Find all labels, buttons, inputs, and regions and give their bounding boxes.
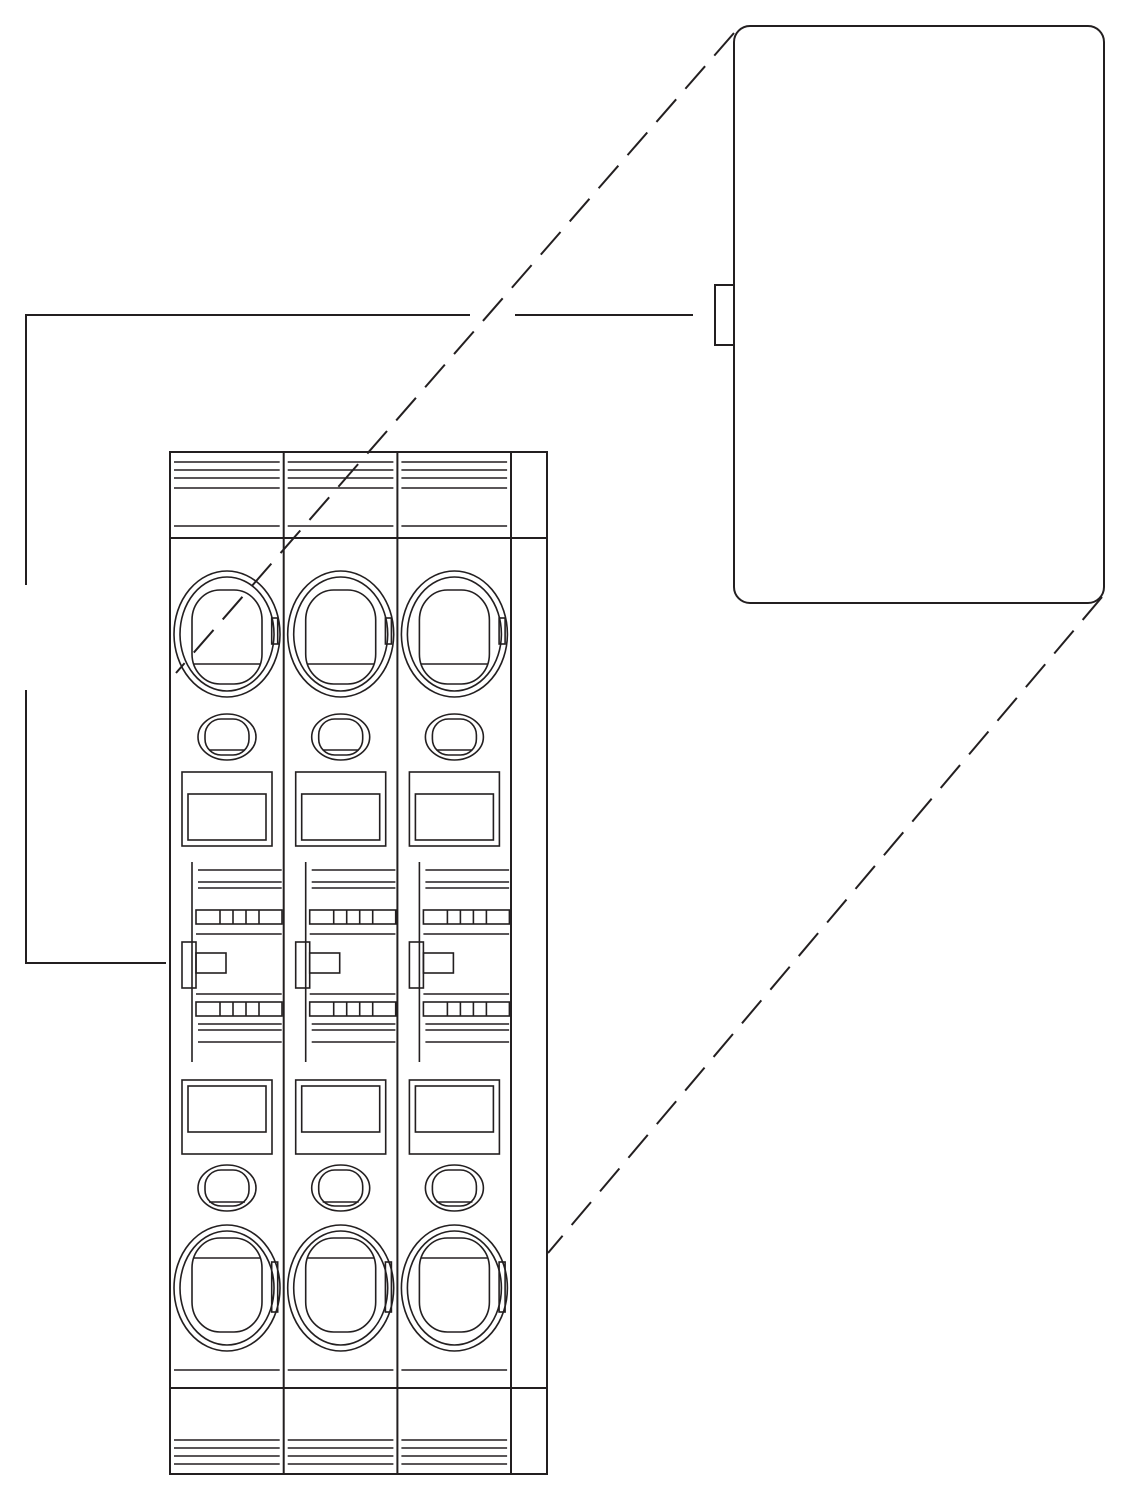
wire-entry-ring: [406, 576, 503, 692]
bridge-slot: [422, 909, 511, 925]
terminal-block: [169, 451, 548, 1475]
zoom-line-bottom: [547, 596, 1103, 1254]
bridge-slot: [308, 909, 397, 925]
wire-entry-ring: [179, 1230, 275, 1346]
test-window: [181, 771, 273, 847]
test-window: [408, 1079, 501, 1155]
wire-entry-ring: [406, 1230, 503, 1346]
test-window-inner: [300, 1085, 381, 1133]
side-notch: [498, 617, 506, 645]
test-window: [408, 771, 501, 847]
terminal-modules: [170, 452, 512, 1474]
marker-label-detail: [733, 25, 1105, 604]
wire-entry-hole: [191, 589, 263, 685]
release-slot: [431, 1169, 478, 1207]
test-window: [294, 1079, 387, 1155]
wire-entry-outer: [286, 1224, 395, 1352]
test-window-inner: [187, 793, 267, 841]
release-slot: [204, 1169, 250, 1207]
wire-entry-outer: [173, 570, 281, 698]
zoom-line-top: [175, 32, 735, 674]
wire-entry-hole: [418, 589, 491, 685]
leader-line-upper: [25, 314, 470, 585]
bridge-slot: [422, 1001, 511, 1017]
release-slot-outer: [424, 713, 485, 761]
test-window: [181, 1079, 273, 1155]
wire-entry-ring: [292, 1230, 389, 1346]
bridge-slot: [195, 1001, 283, 1017]
leader-line: [25, 690, 166, 964]
marker-clip: [408, 941, 425, 989]
wire-entry-hole: [191, 1237, 263, 1333]
release-slot: [204, 718, 250, 756]
marker-tab: [195, 952, 227, 974]
wire-entry-outer: [400, 1224, 509, 1352]
marker-clip: [181, 941, 197, 989]
wire-entry-hole: [304, 1237, 377, 1333]
terminal-module: [282, 452, 398, 1474]
bridge-slot: [195, 909, 283, 925]
release-slot: [317, 1169, 364, 1207]
bridge-slot: [308, 1001, 397, 1017]
wire-entry-outer: [400, 570, 509, 698]
side-notch: [498, 1261, 506, 1313]
side-notch: [384, 617, 393, 645]
test-window-inner: [300, 793, 381, 841]
wire-entry-hole: [418, 1237, 491, 1333]
wire-entry-outer: [286, 570, 395, 698]
test-window-inner: [187, 1085, 267, 1133]
release-slot-outer: [197, 1164, 257, 1212]
release-slot-outer: [310, 1164, 371, 1212]
test-window-inner: [414, 793, 495, 841]
wire-entry-ring: [179, 576, 275, 692]
test-window-inner: [414, 1085, 495, 1133]
marker-tab: [308, 952, 341, 974]
callout-group: [25, 25, 1105, 1254]
test-window: [294, 771, 387, 847]
release-slot: [317, 718, 364, 756]
terminal-module: [396, 452, 512, 1474]
marker-tab: [422, 952, 455, 974]
release-slot-outer: [310, 713, 371, 761]
side-notch: [270, 617, 279, 645]
side-notch: [384, 1261, 393, 1313]
marker-label-tab: [714, 284, 735, 346]
block-outline: [169, 451, 548, 1475]
wire-entry-ring: [292, 576, 389, 692]
wire-entry-outer: [173, 1224, 281, 1352]
terminal-module: [170, 461, 284, 1465]
marker-clip: [294, 941, 311, 989]
wire-entry-hole: [304, 589, 377, 685]
side-notch: [270, 1261, 279, 1313]
release-slot-outer: [424, 1164, 485, 1212]
release-slot: [431, 718, 478, 756]
release-slot-outer: [197, 713, 257, 761]
